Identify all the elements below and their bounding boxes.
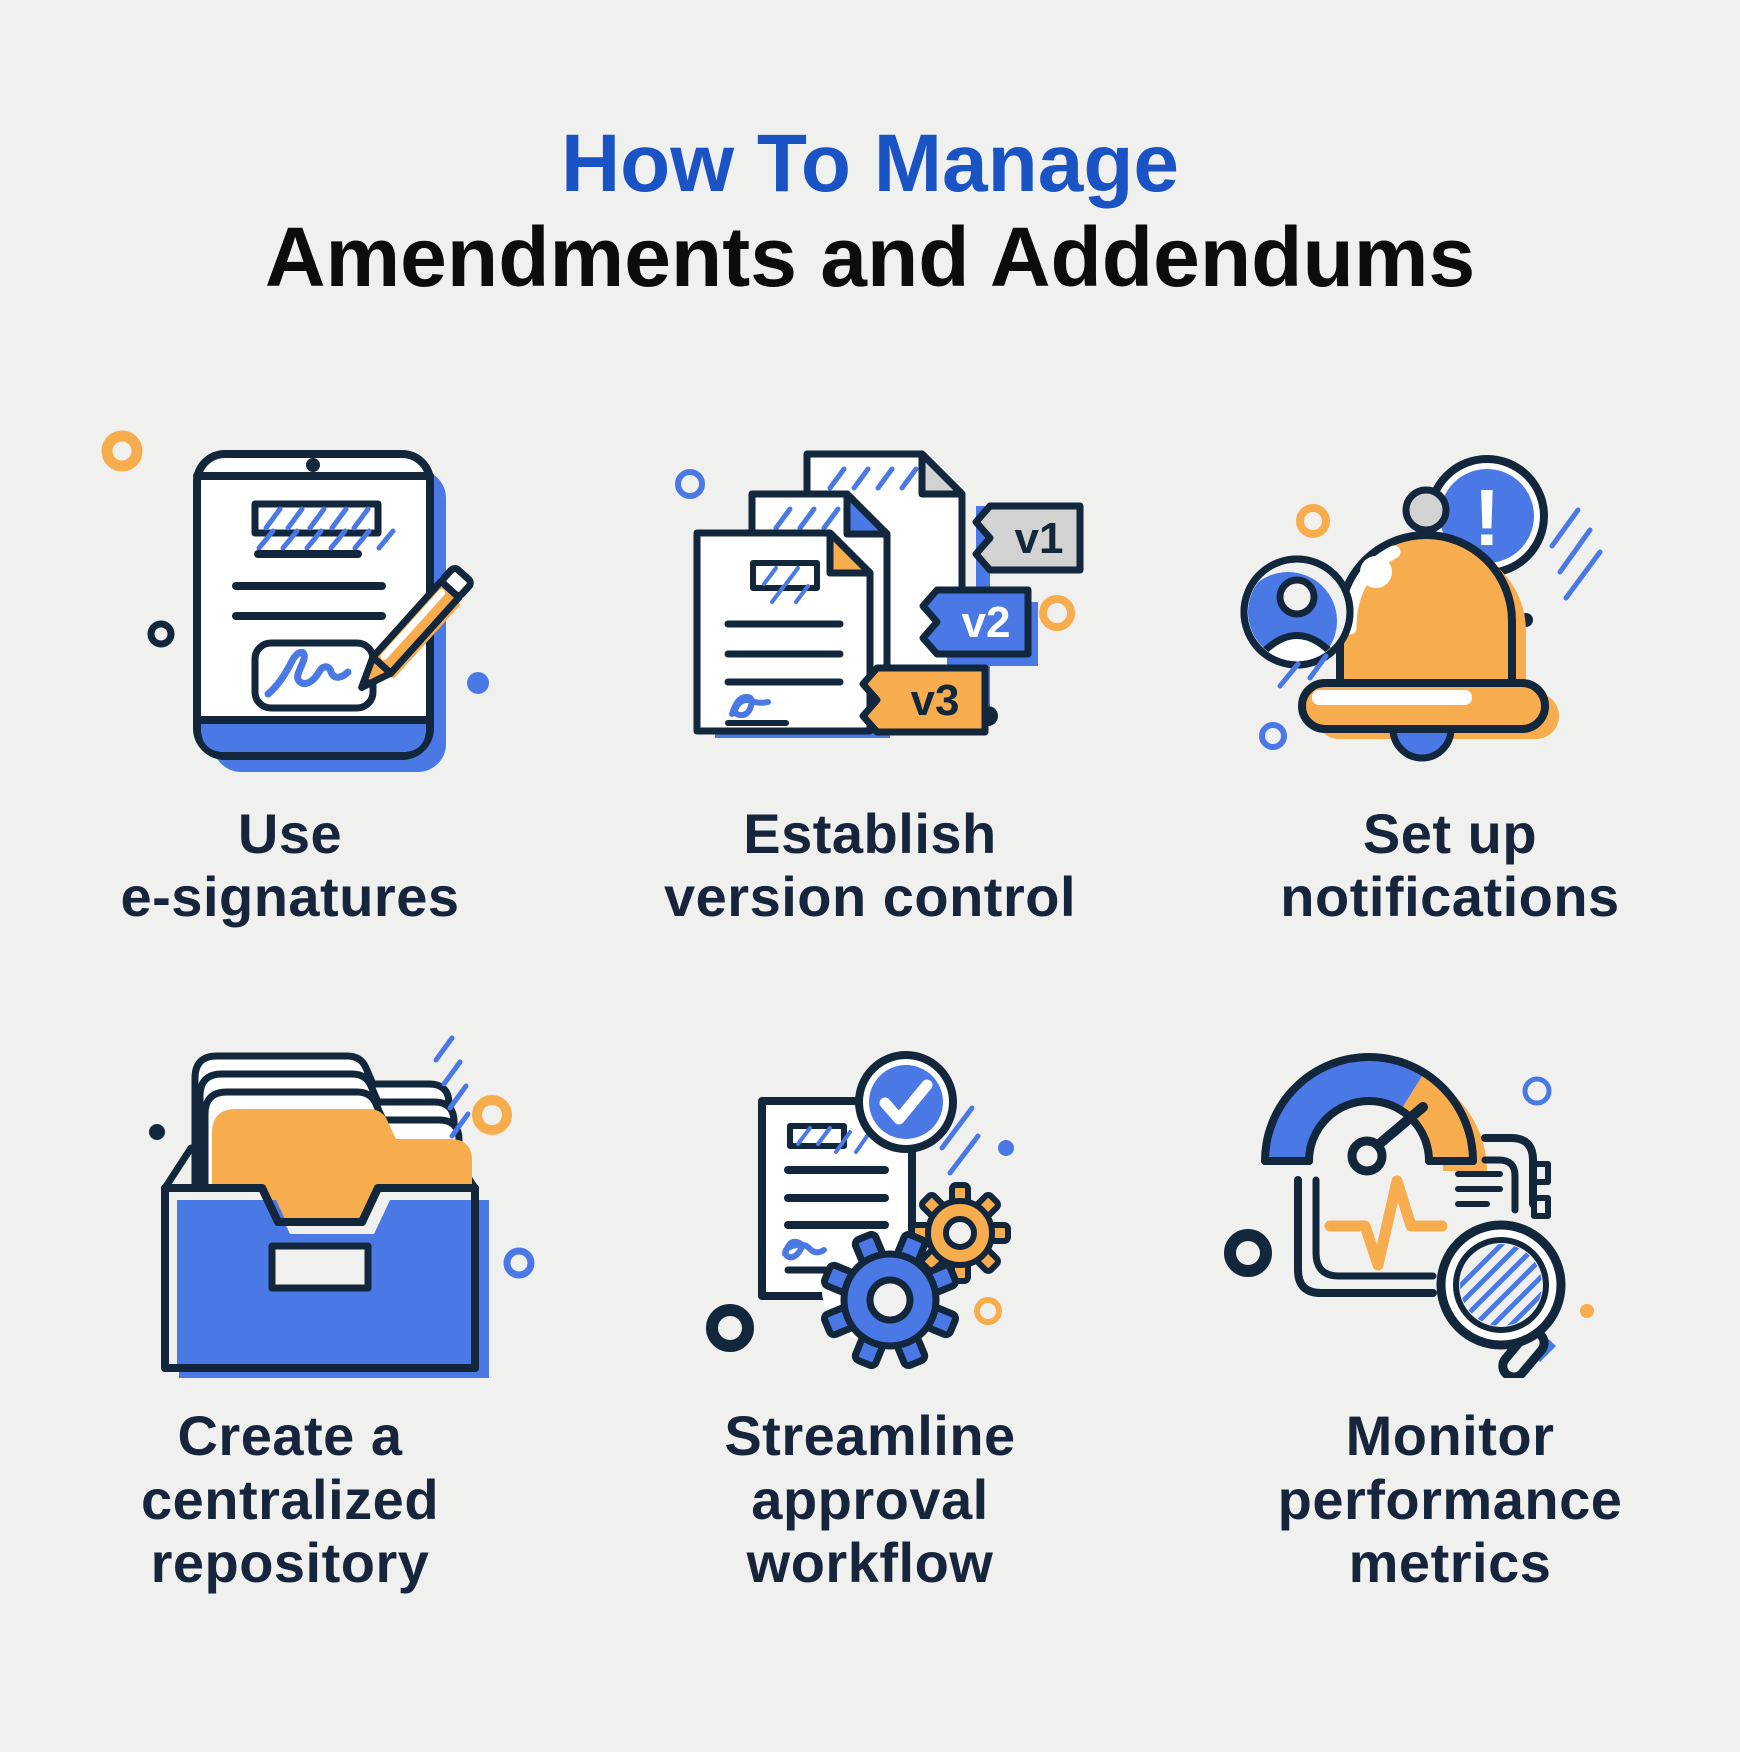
pulse-line <box>1324 1175 1448 1271</box>
file-box <box>161 1184 489 1379</box>
signature-squiggle <box>782 1239 827 1261</box>
user-badge <box>1240 555 1354 689</box>
hatch-lines <box>939 1105 981 1176</box>
title-line-2: Amendments and Addendums <box>264 209 1476 304</box>
signature-squiggle <box>729 693 771 718</box>
version-control-icon: v1 v2 v3 <box>675 450 1084 738</box>
decor-shapes <box>706 1140 1014 1353</box>
person-icon <box>1276 576 1318 618</box>
step-label: Establish version control <box>663 801 1077 929</box>
performance-metrics-icon <box>1224 1053 1594 1379</box>
magnifier <box>1436 1220 1566 1379</box>
page-title: How To Manage Amendments and Addendums <box>0 118 1740 304</box>
signature-squiggle <box>264 648 352 698</box>
step-label: Monitor performance metrics <box>1277 1404 1623 1594</box>
decor-shapes <box>1224 1076 1594 1319</box>
gauge <box>1261 1053 1487 1176</box>
step-set-up-notifications: ! <box>1160 376 1740 929</box>
svg-text:v2: v2 <box>962 598 1011 647</box>
notification-bell-icon: ! <box>1240 454 1603 762</box>
hatch-lines <box>433 1035 471 1139</box>
step-streamline-approval-workflow: Streamline approval workflow <box>580 1008 1160 1594</box>
signed-document <box>232 500 396 712</box>
check-icon <box>879 1079 933 1125</box>
steps-grid: Use e-signatures <box>0 376 1740 1594</box>
bell <box>1298 486 1559 762</box>
step-label: Streamline approval workflow <box>724 1404 1016 1594</box>
document-front <box>693 529 874 735</box>
repository-box-icon <box>149 1035 535 1379</box>
e-signature-icon <box>101 430 489 772</box>
step-establish-version-control: v1 v2 v3 Establish version control <box>580 376 1160 929</box>
v2-tag: v2 <box>919 586 1038 666</box>
decor-shapes <box>149 1095 535 1279</box>
box-label-plate <box>268 1242 372 1292</box>
svg-text:v3: v3 <box>911 676 960 725</box>
gear-orange <box>909 1182 1011 1285</box>
step-label: Use e-signatures <box>120 801 460 929</box>
exclamation-icon: ! <box>1474 473 1501 562</box>
hatch-lines <box>256 506 396 551</box>
v3-tag: v3 <box>859 664 989 736</box>
pencil <box>358 564 474 691</box>
check-badge <box>855 1051 957 1154</box>
svg-text:v1: v1 <box>1015 514 1064 563</box>
v1-tag: v1 <box>972 502 1084 574</box>
step-create-centralized-repository: Create a centralized repository <box>0 1008 580 1594</box>
step-use-e-signatures: Use e-signatures <box>0 376 580 929</box>
step-monitor-performance-metrics: Monitor performance metrics <box>1160 1008 1740 1594</box>
hatch-lines <box>1549 507 1603 601</box>
gear-blue <box>820 1231 960 1370</box>
report-lines <box>1455 1134 1551 1220</box>
step-label: Set up notifications <box>1280 801 1620 929</box>
gauge-needle <box>1372 1102 1428 1152</box>
bell-knob <box>1402 486 1450 534</box>
decor-shapes <box>101 430 489 694</box>
monitor-panel <box>1294 1175 1448 1298</box>
approval-workflow-icon <box>706 1051 1014 1370</box>
step-label: Create a centralized repository <box>140 1404 440 1594</box>
title-line-1: How To Manage <box>560 118 1180 209</box>
